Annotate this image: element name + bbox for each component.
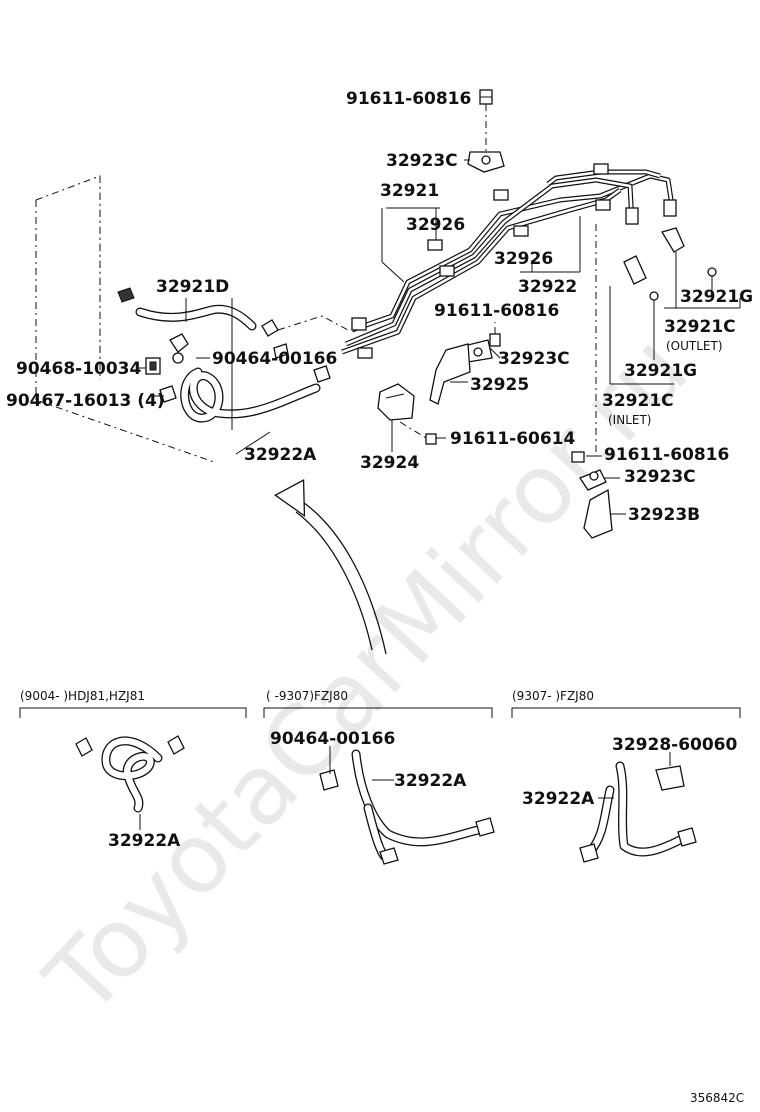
bracket-32925: [429, 343, 471, 405]
clip-icon: [159, 343, 331, 403]
label-90467: 90467-16013 (4): [6, 391, 165, 411]
bolt-icon: [479, 89, 493, 105]
cushion-icon: [595, 199, 611, 211]
bolt-icon: [571, 451, 585, 463]
variant-2-hose: [319, 746, 495, 865]
clip-icon: [117, 287, 279, 337]
label-32924: 32924: [360, 453, 419, 473]
label-32921g-inlet: 32921G: [624, 361, 697, 381]
variant-3-hose: [579, 752, 697, 863]
label-32921g-outlet: 32921G: [680, 287, 753, 307]
clamp-icon: [463, 339, 493, 363]
variant-1-range: (9004- )HDJ81,HZJ81: [20, 689, 145, 703]
clamp-icon: [579, 469, 607, 491]
nut-icon: [145, 357, 161, 375]
cushion-icon: [357, 347, 373, 359]
bolt-icon: [489, 333, 501, 347]
label-32921c-inlet: 32921C: [602, 391, 674, 411]
variant-bracket-1: [19, 707, 247, 718]
label-bolt-mid: 91611-60816: [434, 301, 559, 321]
watermark: ToyotaCarMirror.ru: [24, 313, 709, 1036]
diagram-code: 356842C: [690, 1091, 744, 1105]
variant-2-part-clip: 90464-00166: [270, 729, 395, 749]
label-clamp-top: 32923C: [386, 151, 458, 171]
cushion-icon: [593, 163, 609, 175]
fitting-icon: [663, 199, 677, 217]
label-clamp-right: 32923C: [624, 467, 696, 487]
label-32926-lower: 32926: [494, 249, 553, 269]
cushion-icon: [427, 239, 443, 251]
cushion-icon: [493, 189, 509, 201]
union-inlet-icon: [623, 255, 647, 285]
variant-2-part-hose: 32922A: [394, 771, 467, 791]
hose-32922a: [180, 367, 321, 423]
fitting-icon: [625, 207, 639, 225]
gasket-icon: [707, 267, 717, 277]
cushion-icon: [513, 225, 529, 237]
label-inlet-note: (INLET): [608, 413, 651, 427]
hose-32921d: [135, 304, 257, 331]
bracket-32923b: [583, 488, 613, 539]
label-clamp-mid: 32923C: [498, 349, 570, 369]
label-32926-upper: 32926: [406, 215, 465, 235]
label-32921c-outlet: 32921C: [664, 317, 736, 337]
bracket-32924: [377, 383, 415, 421]
label-32922: 32922: [518, 277, 577, 297]
arrow-icon: [274, 479, 387, 655]
label-32921d: 32921D: [156, 277, 229, 297]
label-32921: 32921: [380, 181, 439, 201]
bolt-icon: [425, 433, 437, 445]
label-90468: 90468-10034: [16, 359, 142, 379]
variant-2-range: ( -9307)FZJ80: [266, 689, 348, 703]
variant-bracket-3: [511, 707, 741, 718]
clip-icon: [169, 333, 189, 364]
variant-3-part-bracket: 32928-60060: [612, 735, 738, 755]
label-bolt-right: 91611-60816: [604, 445, 729, 465]
variant-bracket-2: [263, 707, 493, 718]
variant-1-hose: [75, 735, 185, 830]
label-bolt-top: 91611-60816: [346, 89, 471, 109]
clamp-icon: [467, 151, 505, 173]
label-bolt-small: 91611-60614: [450, 429, 576, 449]
label-90464: 90464-00166: [212, 349, 337, 369]
variant-1-part: 32922A: [108, 831, 181, 851]
leader-lines: [136, 207, 741, 515]
label-outlet-note: (OUTLET): [666, 339, 723, 353]
cushion-icon: [351, 317, 367, 331]
cushion-icon: [439, 265, 455, 277]
label-32923b: 32923B: [628, 505, 700, 525]
label-32922a: 32922A: [244, 445, 317, 465]
gasket-icon: [649, 291, 659, 301]
variant-3-part-hose: 32922A: [522, 789, 595, 809]
label-32925: 32925: [470, 375, 529, 395]
union-outlet-icon: [661, 227, 685, 253]
variant-3-range: (9307- )FZJ80: [512, 689, 594, 703]
